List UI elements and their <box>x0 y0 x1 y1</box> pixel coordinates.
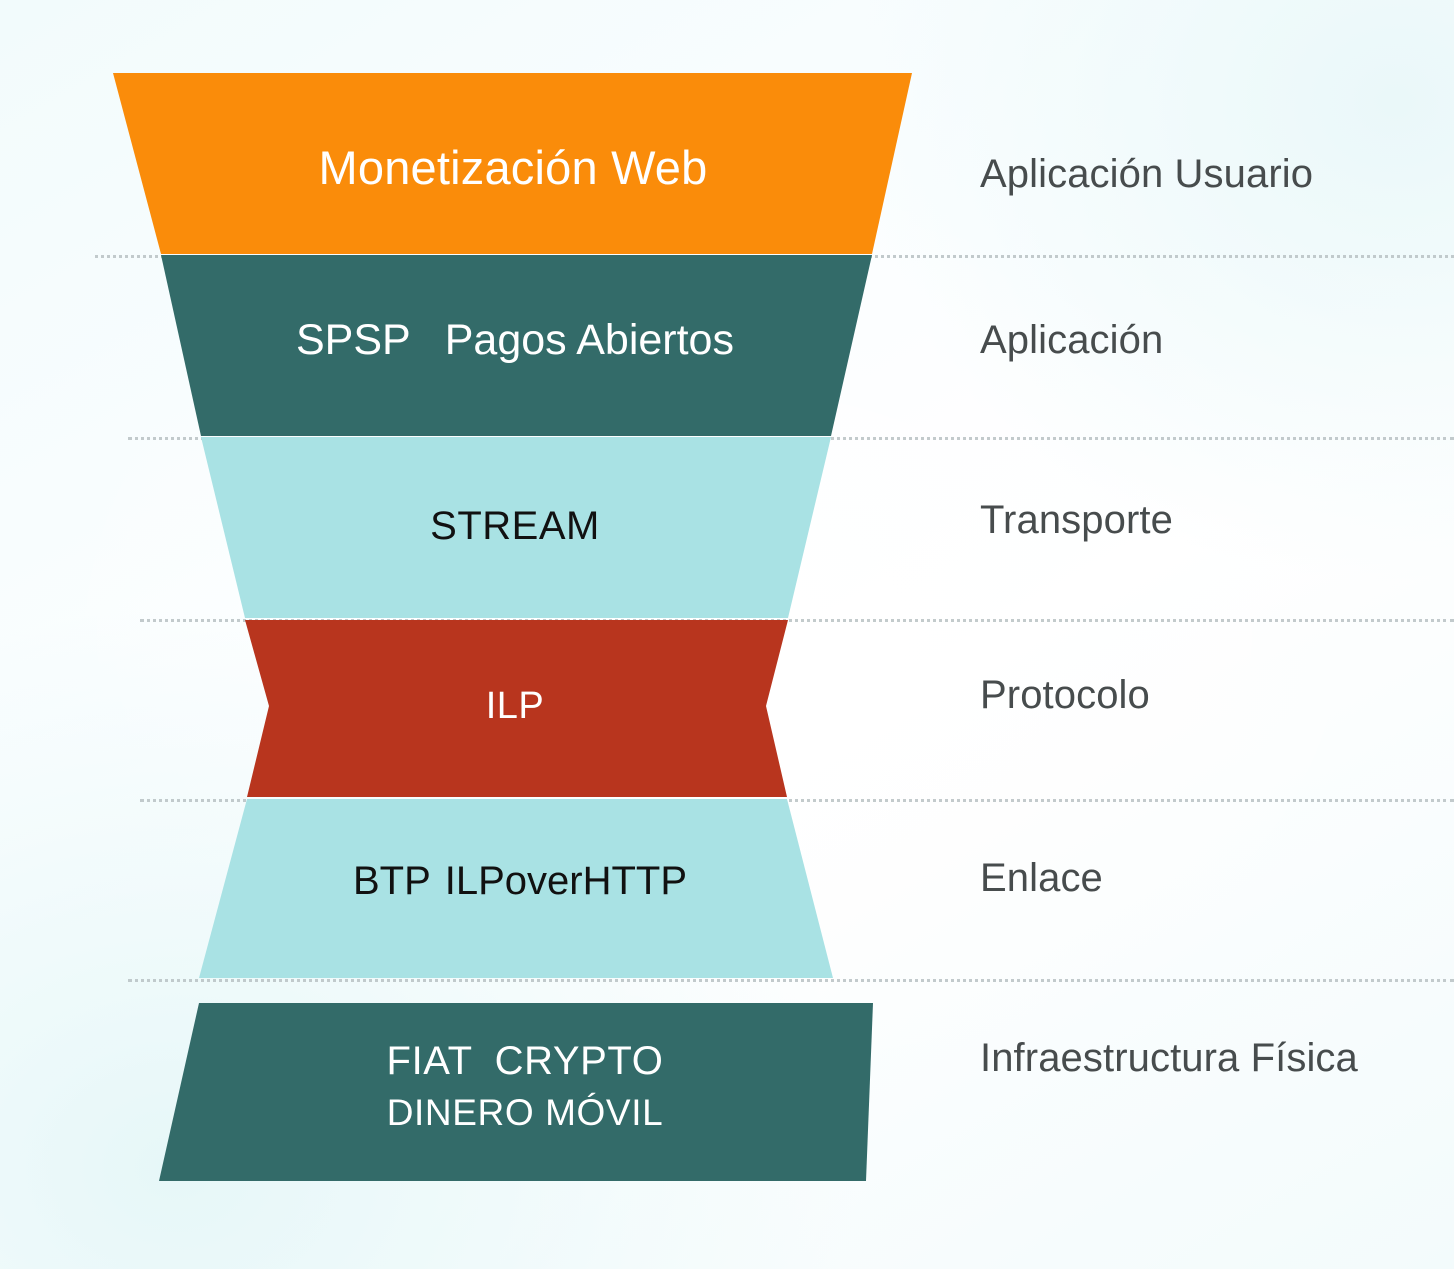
divider-line-4 <box>140 799 1454 802</box>
side-label-transporte: Transporte <box>980 498 1173 542</box>
layer-shape-stream <box>201 437 831 618</box>
layer-shape-fiat-crypto-dinero-movil <box>159 1003 873 1181</box>
layer-shape-ilp <box>245 620 788 797</box>
side-label-protocolo: Protocolo <box>980 673 1150 717</box>
layer-shape-monetizacion-web <box>113 73 912 254</box>
layer-shape-spsp-pagos-abiertos <box>161 255 872 436</box>
layer-shape-btp-ilpoverhttp <box>199 799 833 978</box>
side-label-infraestructura-fisica: Infraestructura Física <box>980 1036 1358 1080</box>
side-label-aplicacion: Aplicación <box>980 318 1164 362</box>
side-label-aplicacion-usuario: Aplicación Usuario <box>980 152 1314 196</box>
divider-line-3 <box>140 619 1454 622</box>
side-label-enlace: Enlace <box>980 856 1103 900</box>
divider-line-5 <box>128 979 1454 982</box>
